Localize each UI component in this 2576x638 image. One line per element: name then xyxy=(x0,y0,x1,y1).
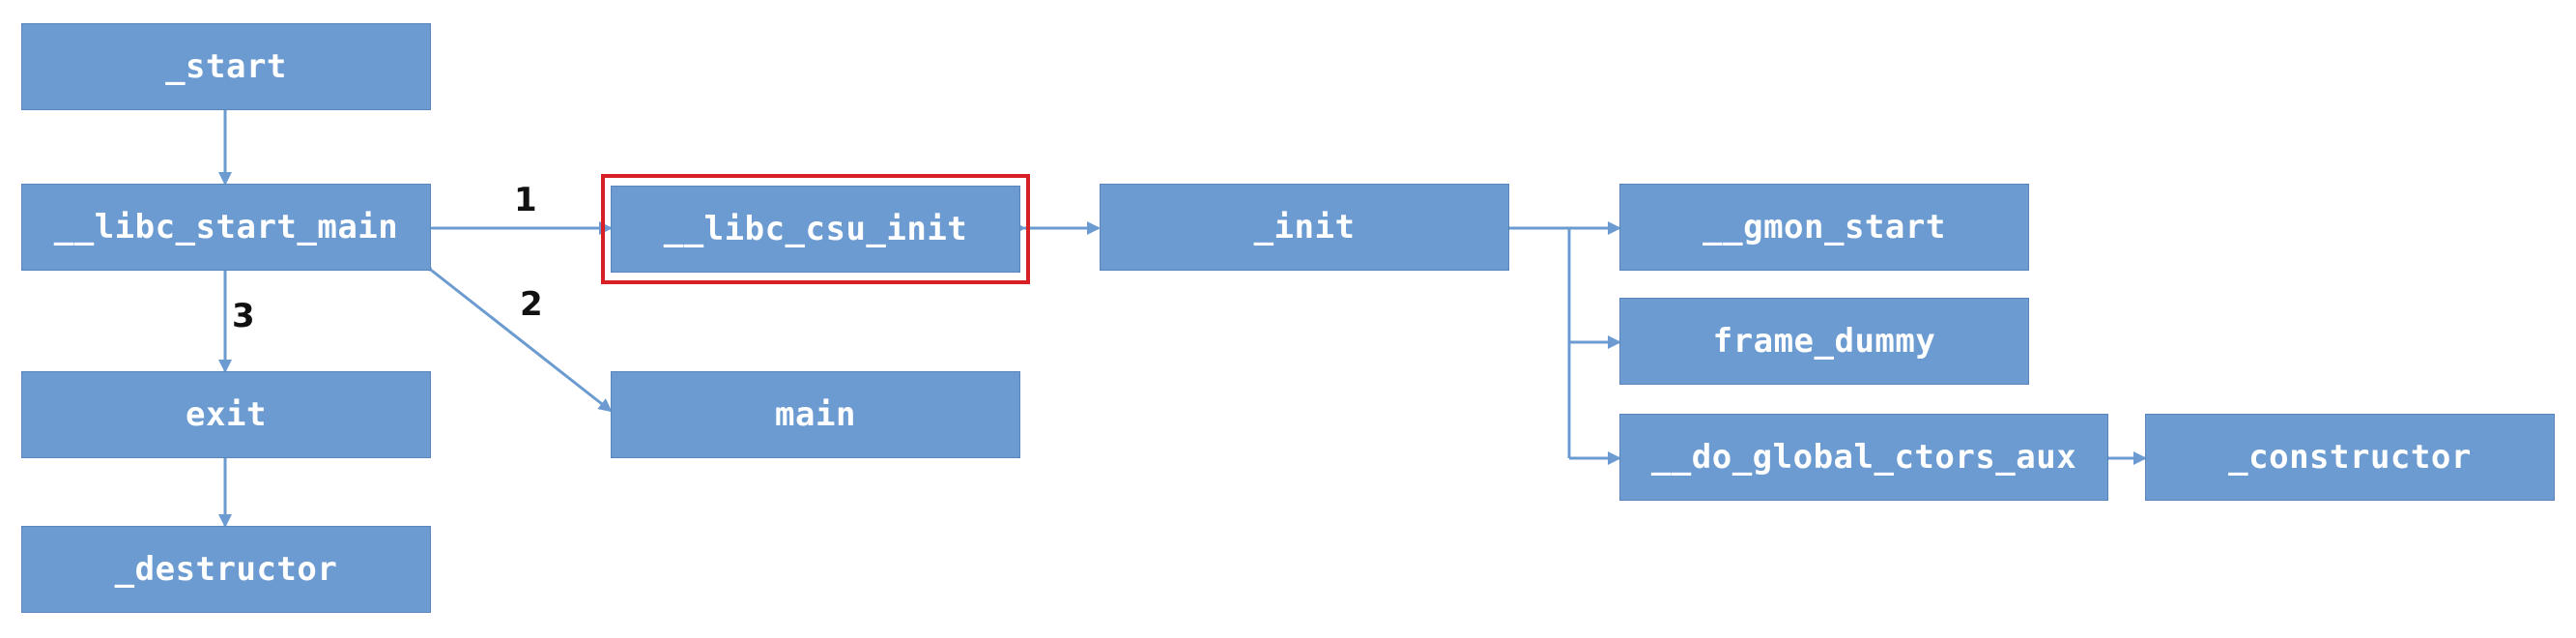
highlight-box xyxy=(601,174,1030,284)
edge-label-1: 1 xyxy=(514,181,537,219)
edge-label-2: 2 xyxy=(520,285,543,324)
node-constructor: _constructor xyxy=(2145,414,2555,501)
node-start: _start xyxy=(21,23,431,110)
node-exit: exit xyxy=(21,371,431,458)
node-frame-dummy: frame_dummy xyxy=(1619,298,2029,385)
node-gmon-start: __gmon_start xyxy=(1619,184,2029,271)
node-destructor: _destructor xyxy=(21,526,431,613)
edge-label-3: 3 xyxy=(232,297,255,335)
node-init: _init xyxy=(1100,184,1509,271)
node-libc-csu-init: __libc_csu_init xyxy=(611,186,1020,273)
node-do-global-ctors-aux: __do_global_ctors_aux xyxy=(1619,414,2108,501)
node-libc-start-main: __libc_start_main xyxy=(21,184,431,271)
node-main: main xyxy=(611,371,1020,458)
